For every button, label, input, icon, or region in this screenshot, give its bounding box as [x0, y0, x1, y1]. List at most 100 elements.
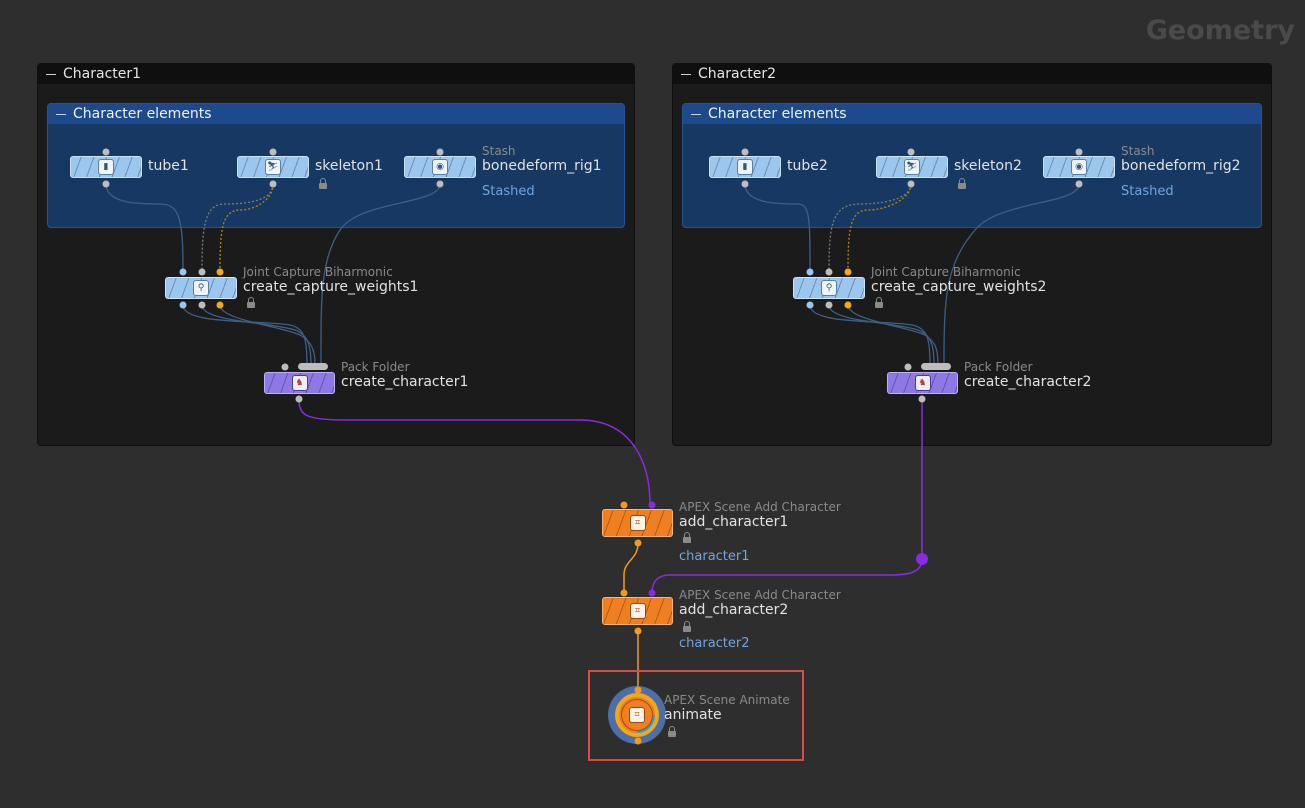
- multi-input-port[interactable]: [921, 363, 951, 370]
- input-port[interactable]: [102, 148, 110, 156]
- node-comment: character2: [679, 636, 750, 651]
- node-skeleton1[interactable]: ⛷: [237, 156, 309, 178]
- output-port[interactable]: [844, 301, 852, 309]
- output-port[interactable]: [634, 737, 642, 745]
- node-type: Pack Folder: [964, 360, 1033, 374]
- node-name[interactable]: create_capture_weights2: [871, 279, 1047, 295]
- subnetwork-box-title: Character elements: [73, 106, 212, 122]
- input-port[interactable]: [825, 268, 833, 276]
- output-port[interactable]: [216, 301, 224, 309]
- wire: [623, 542, 639, 592]
- collapse-icon[interactable]: [46, 73, 56, 75]
- network-box-title: Character1: [63, 66, 142, 82]
- input-port[interactable]: [1075, 148, 1083, 156]
- network-box-header[interactable]: Character2: [673, 64, 1271, 84]
- output-port[interactable]: [634, 627, 642, 635]
- collapse-icon[interactable]: [56, 113, 66, 115]
- output-port[interactable]: [634, 539, 642, 547]
- network-context-label: Geometry: [1145, 15, 1295, 46]
- output-port[interactable]: [269, 180, 277, 188]
- node-create-capture-weights1[interactable]: ⚲: [165, 277, 237, 299]
- node-comment: Stashed: [1121, 184, 1174, 199]
- output-port[interactable]: [295, 395, 303, 403]
- node-bonedeform-rig1[interactable]: ◉: [404, 156, 476, 178]
- wire: [809, 304, 931, 366]
- cylinder-icon: ▮: [737, 159, 753, 175]
- network-box-header[interactable]: Character1: [38, 64, 634, 84]
- output-port[interactable]: [741, 180, 749, 188]
- node-comment: Stashed: [482, 184, 535, 199]
- node-add-character2[interactable]: ⌗: [602, 597, 673, 625]
- node-name[interactable]: add_character1: [679, 514, 789, 530]
- input-port[interactable]: [620, 501, 628, 509]
- node-animate[interactable]: ⌗: [608, 686, 666, 744]
- node-create-capture-weights2[interactable]: ⚲: [793, 277, 865, 299]
- output-port[interactable]: [806, 301, 814, 309]
- input-port[interactable]: [216, 268, 224, 276]
- node-name[interactable]: create_character2: [964, 374, 1092, 390]
- node-bonedeform-rig2[interactable]: ◉: [1043, 156, 1115, 178]
- stash-icon: ◉: [1071, 159, 1087, 175]
- input-port[interactable]: [198, 268, 206, 276]
- output-port[interactable]: [907, 180, 915, 188]
- lock-icon: [683, 532, 691, 543]
- input-port[interactable]: [269, 148, 277, 156]
- node-add-character1[interactable]: ⌗: [602, 509, 673, 537]
- subnetwork-box-header[interactable]: Character elements: [48, 104, 624, 124]
- node-name[interactable]: tube1: [148, 158, 189, 174]
- input-port[interactable]: [907, 148, 915, 156]
- output-port[interactable]: [198, 301, 206, 309]
- input-port[interactable]: [648, 501, 656, 509]
- node-name[interactable]: create_capture_weights1: [243, 279, 419, 295]
- node-create-character1[interactable]: ♞: [264, 372, 335, 394]
- collapse-icon[interactable]: [691, 113, 701, 115]
- lock-icon: [247, 297, 255, 308]
- subnetwork-box-character-elements-1[interactable]: Character elements: [47, 103, 625, 228]
- lock-icon: [319, 178, 327, 189]
- input-port[interactable]: [844, 268, 852, 276]
- wire: [744, 183, 811, 271]
- input-port[interactable]: [179, 268, 187, 276]
- subnetwork-box-header[interactable]: Character elements: [683, 104, 1261, 124]
- node-name[interactable]: skeleton1: [315, 158, 383, 174]
- node-type: APEX Scene Add Character: [679, 588, 841, 602]
- node-name[interactable]: bonedeform_rig1: [482, 158, 602, 174]
- output-port[interactable]: [1075, 180, 1083, 188]
- multi-input-port[interactable]: [298, 363, 328, 370]
- output-port[interactable]: [918, 395, 926, 403]
- output-port[interactable]: [179, 301, 187, 309]
- output-port[interactable]: [436, 180, 444, 188]
- node-type: Pack Folder: [341, 360, 410, 374]
- wire-dot: [916, 553, 928, 565]
- pack-folder-icon: ♞: [291, 375, 308, 391]
- input-port[interactable]: [741, 148, 749, 156]
- node-name[interactable]: tube2: [787, 158, 828, 174]
- input-port[interactable]: [281, 363, 289, 371]
- node-skeleton2[interactable]: ⛷: [876, 156, 948, 178]
- node-name[interactable]: create_character1: [341, 374, 469, 390]
- node-name[interactable]: add_character2: [679, 602, 789, 618]
- node-type: Stash: [482, 144, 516, 158]
- input-port[interactable]: [648, 589, 656, 597]
- collapse-icon[interactable]: [681, 73, 691, 75]
- node-core: ⌗: [621, 699, 653, 731]
- input-port[interactable]: [806, 268, 814, 276]
- node-name[interactable]: bonedeform_rig2: [1121, 158, 1241, 174]
- node-name[interactable]: skeleton2: [954, 158, 1022, 174]
- input-port[interactable]: [904, 363, 912, 371]
- input-port[interactable]: [620, 589, 628, 597]
- cylinder-icon: ▮: [98, 159, 114, 175]
- node-type: Joint Capture Biharmonic: [871, 265, 1021, 279]
- apex-graph-icon: ⌗: [629, 515, 646, 531]
- node-create-character2[interactable]: ♞: [887, 372, 958, 394]
- input-port[interactable]: [634, 686, 642, 694]
- output-port[interactable]: [102, 180, 110, 188]
- apex-graph-icon: ⌗: [629, 707, 645, 723]
- input-port[interactable]: [436, 148, 444, 156]
- network-box-title: Character2: [698, 66, 777, 82]
- node-name[interactable]: animate: [664, 707, 722, 723]
- node-tube1[interactable]: ▮: [70, 156, 142, 178]
- node-tube2[interactable]: ▮: [709, 156, 781, 178]
- output-port[interactable]: [825, 301, 833, 309]
